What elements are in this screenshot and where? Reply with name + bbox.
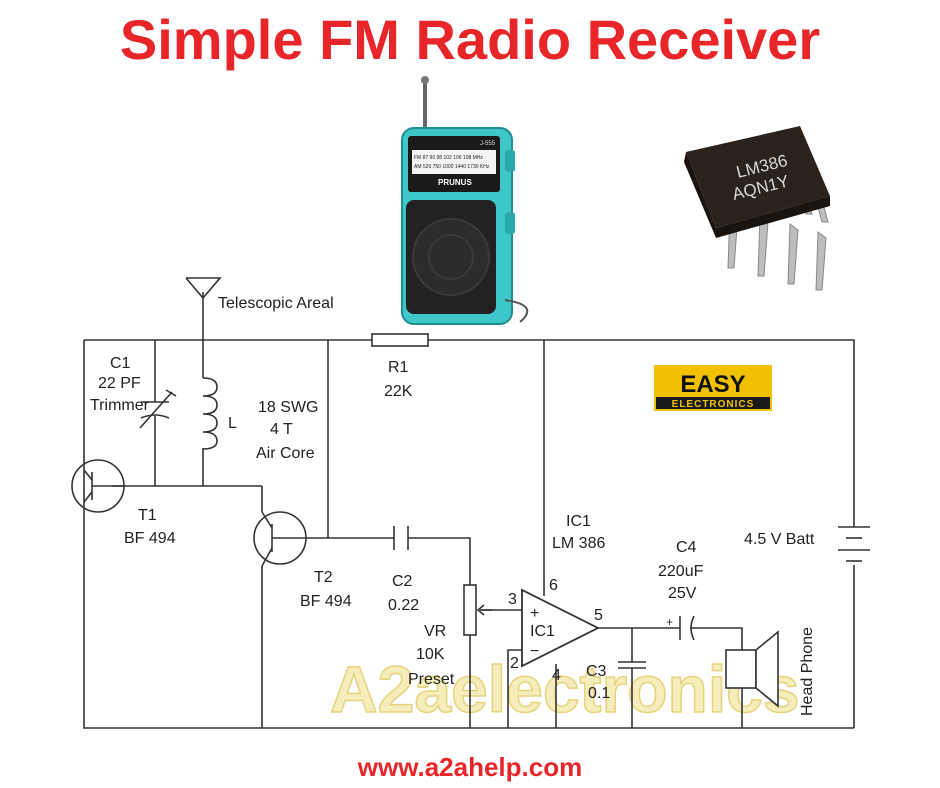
c4-value-label: 220uF [658,563,704,580]
c1-name-label: C1 [110,355,131,372]
ic-minus-input-label: − [530,643,539,660]
ic-pin6-label: 6 [549,577,558,594]
footer-url[interactable]: www.a2ahelp.com [357,752,583,782]
c4-plus-sign: + [666,615,673,629]
t2-name-label: T2 [314,569,333,586]
transistor-t2-symbol [253,511,307,567]
radio-am-scale: AM 520 750 1000 1440 1730 KHz [414,164,490,170]
ic-value-label: LM 386 [552,535,605,552]
headphone-speaker-symbol [725,630,779,708]
ic-inner-label: IC1 [530,623,555,640]
pocket-radio-image: FM 87 90 98 102 106 108 MHz AM 520 750 1… [401,76,529,325]
ic-pin3-label: 3 [508,591,517,608]
watermark: A2aelectronics [330,652,800,726]
ic-pin2-label: 2 [510,655,519,672]
radio-model: J-555 [480,141,496,147]
trimmer-capacitor-c1-symbol [139,389,177,429]
preset-vr-symbol [463,584,492,636]
page-title: Simple FM Radio Receiver [119,8,821,71]
c4-voltage-label: 25V [668,585,697,602]
transistor-t1-symbol [71,459,125,513]
c3-name-label: C3 [586,663,607,680]
c1-type-label: Trimmer [90,397,150,414]
t2-value-label: BF 494 [300,593,352,610]
vr-name-label: VR [424,623,446,640]
r1-value-label: 22K [384,383,413,400]
easy-electronics-badge: EASY ELECTRONICS [654,365,772,411]
ic1-amplifier-symbol [521,588,601,668]
antenna-symbol [185,277,222,300]
capacitor-c2-symbol [393,526,409,550]
capacitor-c3-symbol [618,661,646,669]
coil-spec-line2: 4 T [270,421,293,438]
inductor-coil-symbol [202,377,218,450]
badge-top-text: EASY [680,371,745,398]
c2-name-label: C2 [392,573,413,590]
c2-value-label: 0.22 [388,597,419,614]
inductor-label: L [228,415,237,432]
vr-type-label: Preset [408,671,455,688]
antenna-label: Telescopic Areal [218,295,334,312]
t1-value-label: BF 494 [124,530,176,547]
vr-value-label: 10K [416,646,445,663]
coil-spec-line1: 18 SWG [258,399,318,416]
c3-value-label: 0.1 [588,685,610,702]
r1-name-label: R1 [388,359,409,376]
battery-label: 4.5 V Batt [744,531,815,548]
badge-bottom-text: ELECTRONICS [672,399,755,410]
radio-fm-scale: FM 87 90 98 102 106 108 MHz [414,155,483,161]
headphone-label: Head Phone [799,627,816,716]
battery-symbol [838,526,870,562]
resistor-r1-symbol [371,333,429,347]
ic-pin4-label: 4 [552,667,561,684]
t1-name-label: T1 [138,507,157,524]
coil-spec-line3: Air Core [256,445,315,462]
ic-name-label: IC1 [566,513,591,530]
c4-name-label: C4 [676,539,697,556]
radio-brand: PRUNUS [438,178,472,187]
ic-pin5-label: 5 [594,607,603,624]
capacitor-c4-symbol: + [666,615,695,641]
circuit-wires [83,292,855,729]
ic-plus-input-label: + [530,605,539,622]
lm386-chip-image: LM386 AQN1Y [684,126,830,291]
c1-value-label: 22 PF [98,375,141,392]
